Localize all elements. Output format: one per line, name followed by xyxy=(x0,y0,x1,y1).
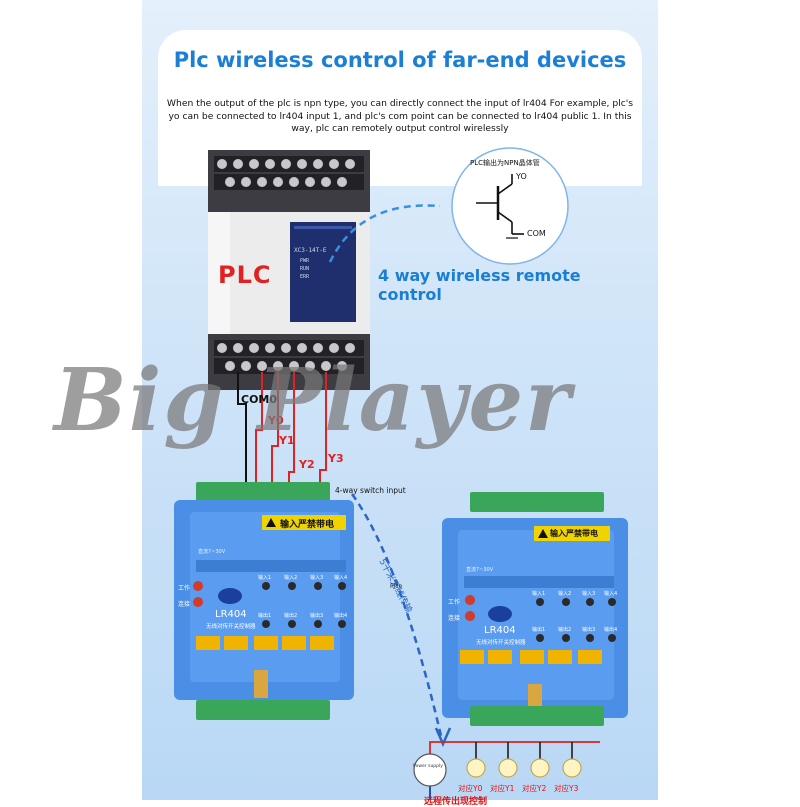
right-module-subtitle: 无线对传开关控制器 xyxy=(476,640,526,646)
wireless-caption: 4 way wireless remote control xyxy=(378,266,581,304)
left-output-3-label: 输出3 xyxy=(310,613,324,619)
right-input-4-label: 输入4 xyxy=(604,591,618,597)
switch-input-caption: 4-way switch input xyxy=(335,486,406,495)
left-voltage-label: 直流7~30V xyxy=(198,549,226,555)
lamp-label-y0: 对应Y0 xyxy=(458,784,483,793)
right-output-4-label: 输出4 xyxy=(604,627,618,633)
wireless-link-arc xyxy=(328,204,441,263)
plc-model-label: XC3-14T-E xyxy=(294,247,327,254)
plc-led-run: RUN xyxy=(300,266,310,272)
right-input-3-label: 输入3 xyxy=(582,591,596,597)
description-text: When the output of the plc is npn type, … xyxy=(166,98,634,134)
plc-device xyxy=(208,150,370,390)
right-input-1-label: 输入1 xyxy=(532,591,546,597)
plc-led-err: ERR xyxy=(300,274,310,280)
left-work-label: 工作 xyxy=(178,585,191,592)
wire-label-y3: Y3 xyxy=(328,452,344,465)
left-input-2-label: 输入2 xyxy=(284,575,298,581)
right-input-2-label: 输入2 xyxy=(558,591,572,597)
lr404-module-right xyxy=(442,492,628,726)
right-output-3-label: 输出3 xyxy=(582,627,596,633)
left-input-1-label: 输入1 xyxy=(258,575,272,581)
transistor-com-label: COM xyxy=(527,229,546,238)
right-margin xyxy=(658,0,800,800)
right-warning-label: 输入严禁带电 xyxy=(550,529,598,538)
right-work-label: 工作 xyxy=(448,599,461,606)
right-module-name: LR404 xyxy=(484,625,516,636)
transmission-arrow xyxy=(350,493,444,741)
right-output-1-label: 输出1 xyxy=(532,627,546,633)
transistor-yo-label: YO xyxy=(516,172,527,181)
left-module-subtitle: 无线对传开关控制器 xyxy=(206,624,256,630)
right-link-label: 连接 xyxy=(448,615,461,622)
left-output-1-label: 输出1 xyxy=(258,613,272,619)
left-output-4-label: 输出4 xyxy=(334,613,348,619)
plc-led-pwr: PWR xyxy=(300,258,310,264)
lr404-module-left xyxy=(174,482,354,720)
left-margin xyxy=(0,0,142,800)
lamp-label-y2: 对应Y2 xyxy=(522,784,547,793)
left-input-3-label: 输入3 xyxy=(310,575,324,581)
watermark: Big Player xyxy=(54,350,573,451)
wire-label-y1: Y1 xyxy=(279,434,295,447)
load-circuit xyxy=(413,741,600,800)
right-output-2-label: 输出2 xyxy=(558,627,572,633)
plce-label: Plce xyxy=(390,583,403,590)
left-input-4-label: 输入4 xyxy=(334,575,348,581)
plc-label: PLC xyxy=(218,261,272,289)
wire-label-y2: Y2 xyxy=(299,458,315,471)
wire-label-y0: Y0 xyxy=(268,414,284,427)
left-link-label: 连接 xyxy=(178,601,191,608)
bottom-caption: 远程传出现控制 xyxy=(424,797,488,807)
lamp-label-y3: 对应Y3 xyxy=(554,784,579,793)
lamp-label-y1: 对应Y1 xyxy=(490,784,515,793)
wires xyxy=(237,372,327,488)
right-voltage-label: 直流7~30V xyxy=(466,567,494,573)
left-warning-label: 输入严禁带电 xyxy=(280,520,335,530)
left-output-2-label: 输出2 xyxy=(284,613,298,619)
transistor-caption: PLC输出为NPN晶体管 xyxy=(470,159,540,167)
power-supply-label: Power supply xyxy=(413,764,443,769)
page-title: Plc wireless control of far-end devices xyxy=(173,48,627,72)
left-module-name: LR404 xyxy=(215,609,247,620)
wire-label-com0: COM0 xyxy=(241,393,278,406)
npn-transistor-diagram xyxy=(451,147,569,265)
